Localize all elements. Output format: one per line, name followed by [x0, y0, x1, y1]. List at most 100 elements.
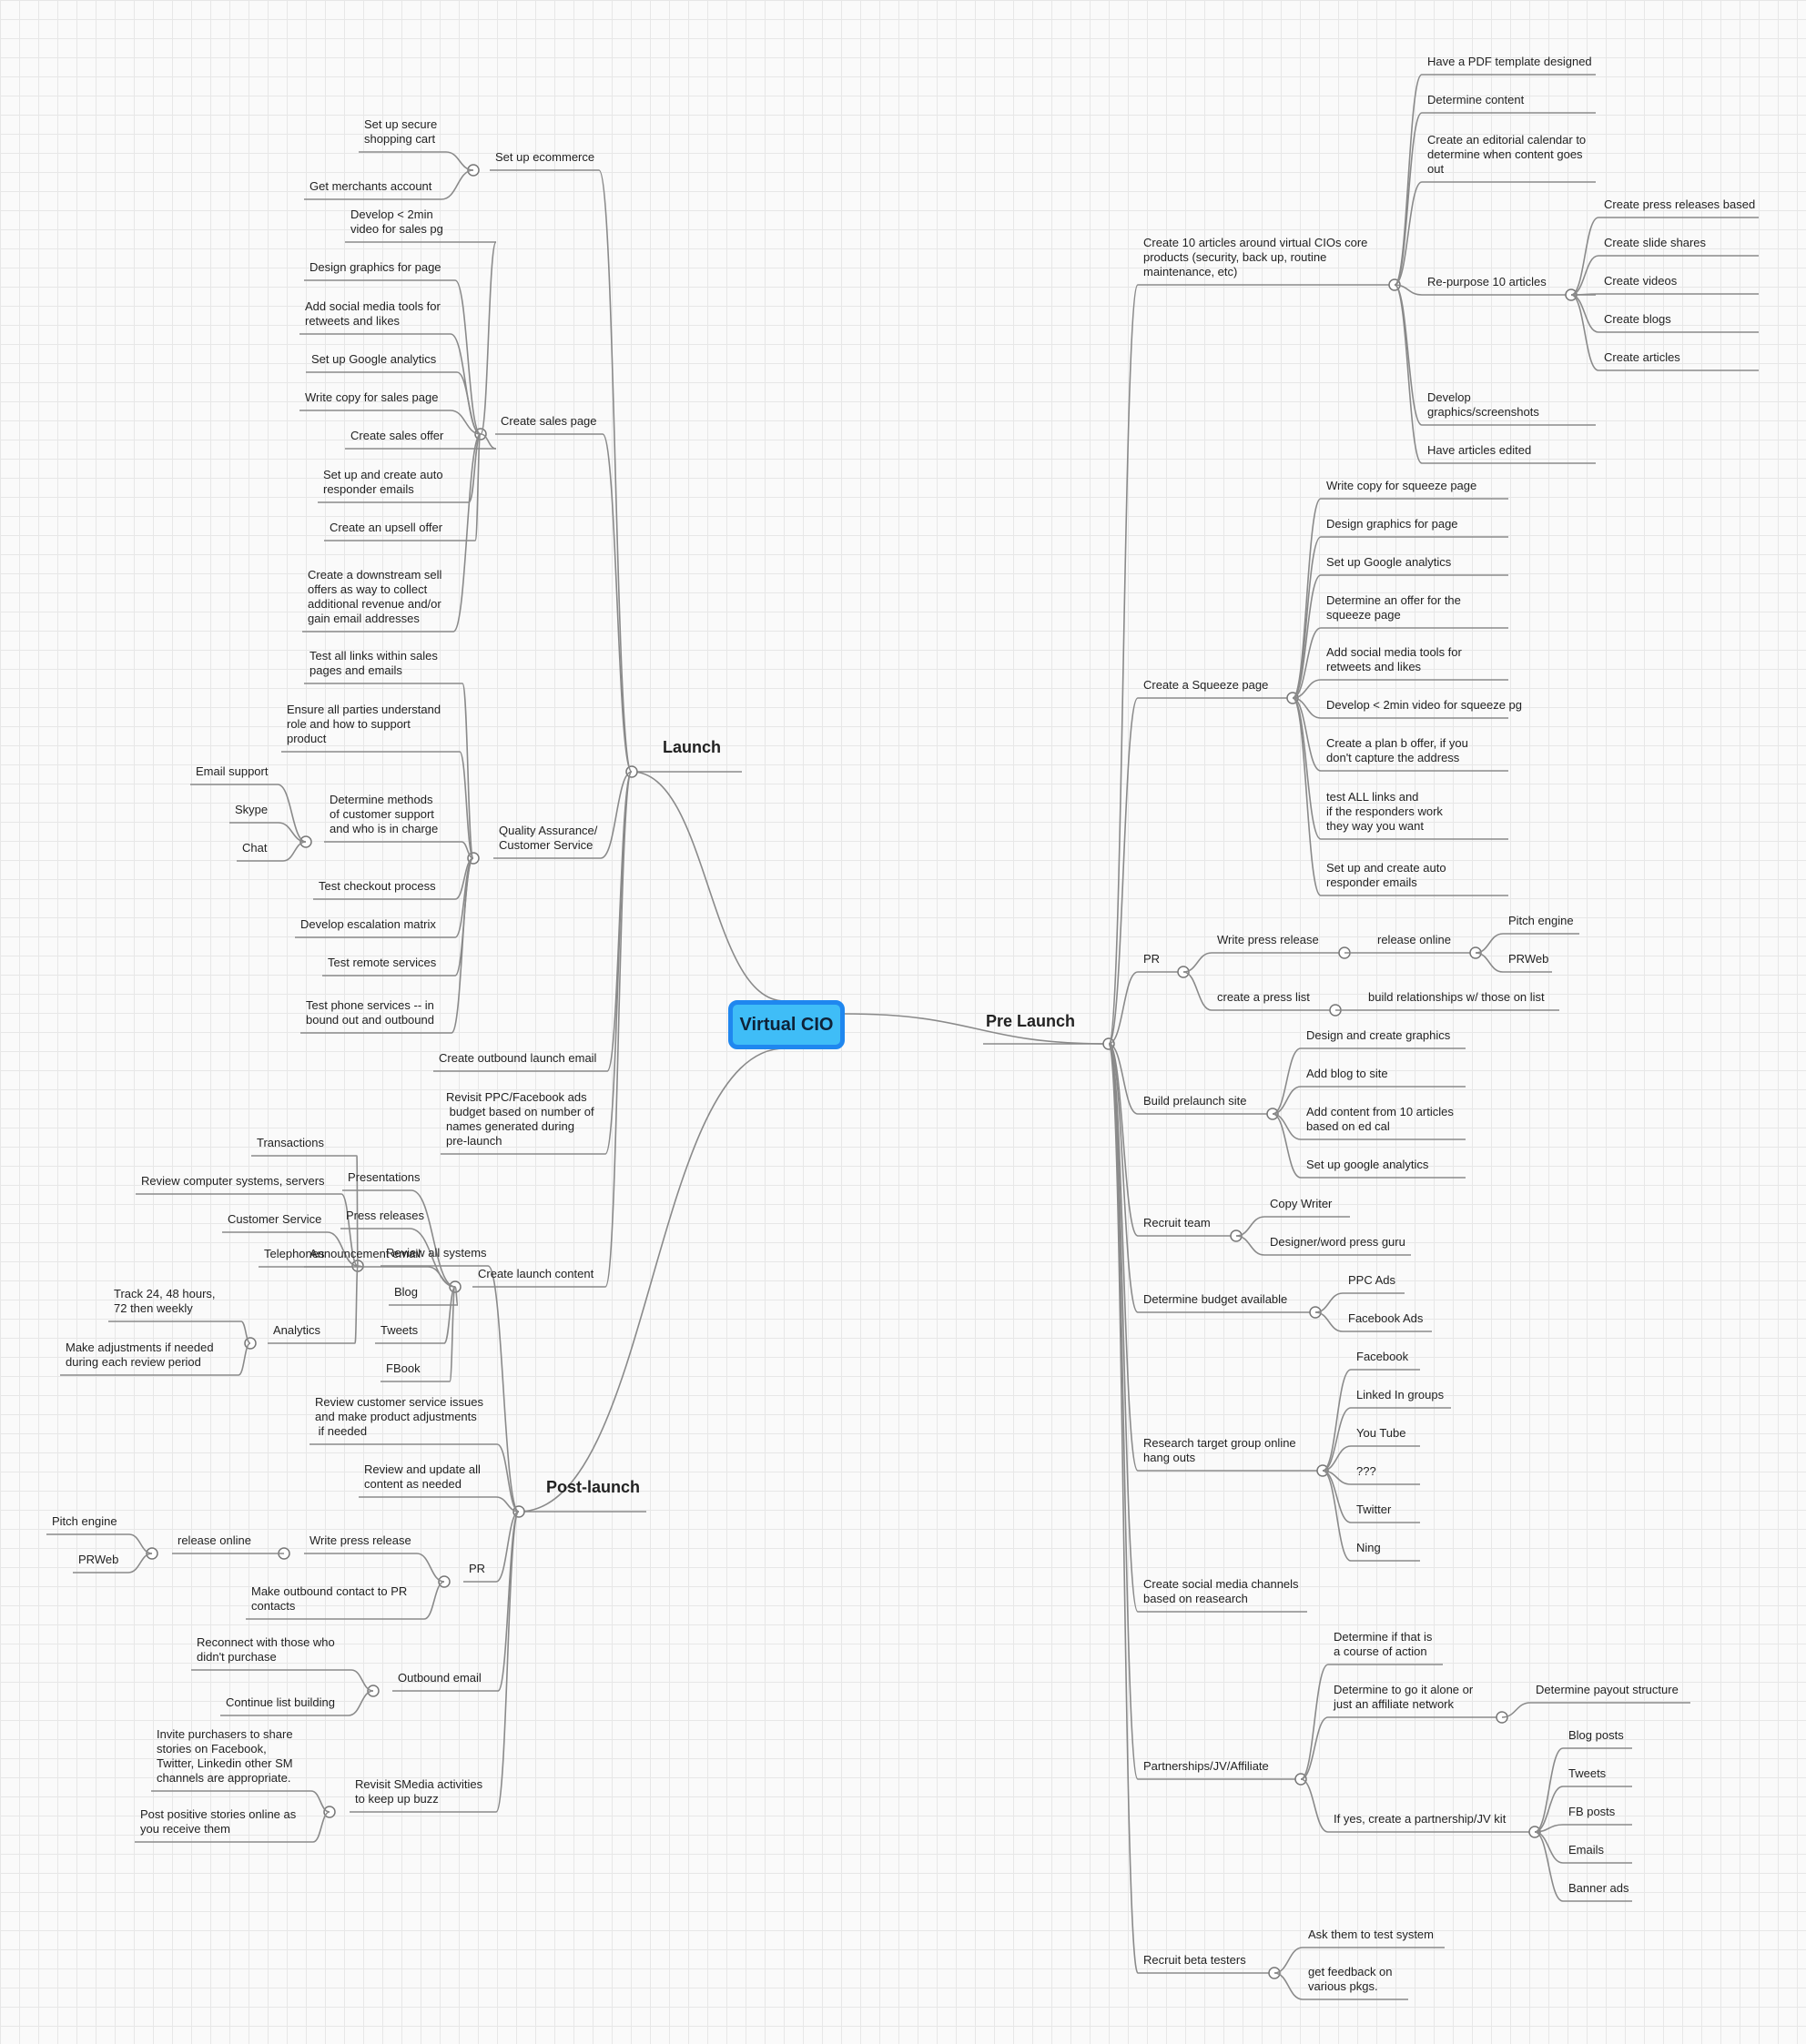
topic-write-press-release[interactable]: Write press release [1217, 933, 1319, 946]
topic-skype[interactable]: Skype [235, 803, 269, 816]
topic-determine-to-go-it-alone-or-just-an-affi[interactable]: Determine to go it alone or just an affi… [1334, 1683, 1474, 1711]
topic-get-feedback-on-various-pkgs[interactable]: get feedback on various pkgs. [1308, 1965, 1393, 1993]
topic-outbound-email[interactable]: Outbound email [398, 1671, 482, 1685]
topic-create-a-press-list[interactable]: create a press list [1217, 990, 1310, 1004]
topic-transactions[interactable]: Transactions [257, 1136, 324, 1149]
topic-set-up-google-analytics[interactable]: Set up Google analytics [311, 352, 437, 366]
topic-create-social-media-channels-based-on-re[interactable]: Create social media channels based on re… [1143, 1577, 1299, 1605]
topic-create-articles[interactable]: Create articles [1604, 350, 1680, 364]
topic-[interactable]: ??? [1356, 1464, 1376, 1478]
topic-telephones[interactable]: Telephones [264, 1247, 325, 1260]
topic-develop-graphics-screenshots[interactable]: Develop graphics/screenshots [1427, 390, 1539, 419]
topic-write-press-release[interactable]: Write press release [309, 1533, 411, 1547]
topic-create-an-editorial-calendar-to-determin[interactable]: Create an editorial calendar to determin… [1427, 133, 1587, 176]
topic-ning[interactable]: Ning [1356, 1541, 1381, 1554]
topic-write-copy-for-squeeze-page[interactable]: Write copy for squeeze page [1326, 479, 1477, 492]
topic-designer-word-press-guru[interactable]: Designer/word press guru [1270, 1235, 1405, 1249]
topic-create-sales-page[interactable]: Create sales page [501, 414, 597, 428]
root-node[interactable]: Virtual CIO [728, 1000, 845, 1049]
topic-facebook[interactable]: Facebook [1356, 1350, 1409, 1363]
topic-continue-list-building[interactable]: Continue list building [226, 1695, 335, 1709]
topic-get-merchants-account[interactable]: Get merchants account [309, 179, 432, 193]
topic-develop-2min-video-for-sales-pg[interactable]: Develop < 2min video for sales pg [350, 207, 443, 236]
topic-analytics[interactable]: Analytics [273, 1323, 321, 1337]
topic-recruit-beta-testers[interactable]: Recruit beta testers [1143, 1953, 1246, 1967]
topic-email-support[interactable]: Email support [196, 764, 269, 778]
topic-add-blog-to-site[interactable]: Add blog to site [1306, 1067, 1388, 1080]
topic-create-videos[interactable]: Create videos [1604, 274, 1678, 288]
topic-set-up-google-analytics[interactable]: Set up Google analytics [1326, 555, 1452, 569]
topic-create-press-releases-based[interactable]: Create press releases based [1604, 197, 1756, 211]
topic-track-24-48-hours-72-then-weekly[interactable]: Track 24, 48 hours, 72 then weekly [114, 1287, 216, 1315]
branch-post-launch[interactable]: Post-launch [546, 1478, 641, 1496]
topic-post-positive-stories-online-as-you-rece[interactable]: Post positive stories online as you rece… [140, 1807, 297, 1836]
topic-build-relationships-w-those-on-list[interactable]: build relationships w/ those on list [1368, 990, 1545, 1004]
topic-design-graphics-for-page[interactable]: Design graphics for page [1326, 517, 1458, 531]
topic-test-checkout-process[interactable]: Test checkout process [319, 879, 436, 893]
topic-develop-escalation-matrix[interactable]: Develop escalation matrix [300, 917, 436, 931]
topic-set-up-google-analytics[interactable]: Set up google analytics [1306, 1158, 1429, 1171]
topic-design-and-create-graphics[interactable]: Design and create graphics [1306, 1028, 1451, 1042]
topic-facebook-ads[interactable]: Facebook Ads [1348, 1311, 1424, 1325]
topic-ensure-all-parties-understand-role-and-h[interactable]: Ensure all parties understand role and h… [287, 703, 441, 745]
topic-make-outbound-contact-to-pr-contacts[interactable]: Make outbound contact to PR contacts [251, 1584, 408, 1613]
topic-make-adjustments-if-needed-during-each-r[interactable]: Make adjustments if needed during each r… [66, 1341, 214, 1369]
topic-set-up-and-create-auto-responder-emails[interactable]: Set up and create auto responder emails [1326, 861, 1446, 889]
topic-create-an-upsell-offer[interactable]: Create an upsell offer [330, 521, 443, 534]
topic-banner-ads[interactable]: Banner ads [1568, 1881, 1629, 1895]
topic-prweb[interactable]: PRWeb [78, 1553, 119, 1566]
topic-review-computer-systems-servers[interactable]: Review computer systems, servers [141, 1174, 325, 1188]
topic-create-sales-offer[interactable]: Create sales offer [350, 429, 444, 442]
topic-customer-service[interactable]: Customer Service [228, 1212, 322, 1226]
topic-invite-purchasers-to-share-stories-on-fa[interactable]: Invite purchasers to share stories on Fa… [157, 1727, 293, 1785]
topic-partnerships-jv-affiliate[interactable]: Partnerships/JV/Affiliate [1143, 1759, 1269, 1773]
topic-test-remote-services[interactable]: Test remote services [328, 956, 437, 969]
topic-if-yes-create-a-partnership-jv-kit[interactable]: If yes, create a partnership/JV kit [1334, 1812, 1507, 1826]
topic-create-outbound-launch-email[interactable]: Create outbound launch email [439, 1051, 597, 1065]
topic-twitter[interactable]: Twitter [1356, 1503, 1392, 1516]
topic-build-prelaunch-site[interactable]: Build prelaunch site [1143, 1094, 1247, 1108]
topic-design-graphics-for-page[interactable]: Design graphics for page [309, 260, 441, 274]
topic-presentations[interactable]: Presentations [348, 1170, 421, 1184]
topic-review-customer-service-issues-and-make-[interactable]: Review customer service issues and make … [315, 1395, 483, 1438]
topic-determine-an-offer-for-the-squeeze-page[interactable]: Determine an offer for the squeeze page [1326, 593, 1461, 622]
topic-revisit-smedia-activities-to-keep-up-buz[interactable]: Revisit SMedia activities to keep up buz… [355, 1777, 483, 1806]
topic-create-launch-content[interactable]: Create launch content [478, 1267, 594, 1280]
topic-quality-assurance-customer-service[interactable]: Quality Assurance/ Customer Service [499, 824, 598, 852]
topic-tweets[interactable]: Tweets [1568, 1766, 1607, 1780]
topic-determine-budget-available[interactable]: Determine budget available [1143, 1292, 1288, 1306]
topic-create-slide-shares[interactable]: Create slide shares [1604, 236, 1706, 249]
topic-you-tube[interactable]: You Tube [1356, 1426, 1406, 1440]
topic-fbook[interactable]: FBook [386, 1361, 421, 1375]
topic-create-10-articles-around-virtual-cios-c[interactable]: Create 10 articles around virtual CIOs c… [1143, 236, 1368, 278]
topic-revisit-ppc-facebook-ads-budget-based-on[interactable]: Revisit PPC/Facebook ads budget based on… [446, 1090, 594, 1148]
topic-pitch-engine[interactable]: Pitch engine [1508, 914, 1574, 927]
topic-emails[interactable]: Emails [1568, 1843, 1605, 1857]
topic-reconnect-with-those-who-didn-t-purchase[interactable]: Reconnect with those who didn't purchase [197, 1635, 335, 1664]
branch-pre-launch[interactable]: Pre Launch [986, 1012, 1076, 1030]
topic-write-copy-for-sales-page[interactable]: Write copy for sales page [305, 390, 439, 404]
topic-determine-if-that-is-a-course-of-action[interactable]: Determine if that is a course of action [1334, 1630, 1433, 1658]
topic-announcement-email[interactable]: Announcement email [309, 1247, 421, 1260]
topic-press-releases[interactable]: Press releases [346, 1209, 424, 1222]
topic-set-up-and-create-auto-responder-emails[interactable]: Set up and create auto responder emails [323, 468, 443, 496]
topic-add-social-media-tools-for-retweets-and-[interactable]: Add social media tools for retweets and … [305, 299, 441, 328]
topic-review-all-systems[interactable]: Review all systems [386, 1246, 487, 1260]
topic-create-a-plan-b-offer-if-you-don-t-captu[interactable]: Create a plan b offer, if you don't capt… [1326, 736, 1468, 764]
topic-test-all-links-within-sales-pages-and-em[interactable]: Test all links within sales pages and em… [309, 649, 438, 677]
topic-copy-writer[interactable]: Copy Writer [1270, 1197, 1333, 1210]
topic-recruit-team[interactable]: Recruit team [1143, 1216, 1211, 1229]
topic-have-a-pdf-template-designed[interactable]: Have a PDF template designed [1427, 55, 1592, 68]
topic-create-a-downstream-sell-offers-as-way-t[interactable]: Create a downstream sell offers as way t… [308, 568, 442, 625]
topic-ask-them-to-test-system[interactable]: Ask them to test system [1308, 1928, 1434, 1941]
topic-set-up-secure-shopping-cart[interactable]: Set up secure shopping cart [364, 117, 438, 146]
topic-re-purpose-10-articles[interactable]: Re-purpose 10 articles [1427, 275, 1547, 288]
topic-release-online[interactable]: release online [1377, 933, 1451, 946]
topic-develop-2min-video-for-squeeze-pg[interactable]: Develop < 2min video for squeeze pg [1326, 698, 1522, 712]
topic-prweb[interactable]: PRWeb [1508, 952, 1549, 966]
topic-pr[interactable]: PR [469, 1562, 486, 1575]
topic-create-blogs[interactable]: Create blogs [1604, 312, 1671, 326]
topic-add-social-media-tools-for-retweets-and-[interactable]: Add social media tools for retweets and … [1326, 645, 1462, 673]
topic-tweets[interactable]: Tweets [380, 1323, 419, 1337]
topic-chat[interactable]: Chat [242, 841, 268, 855]
